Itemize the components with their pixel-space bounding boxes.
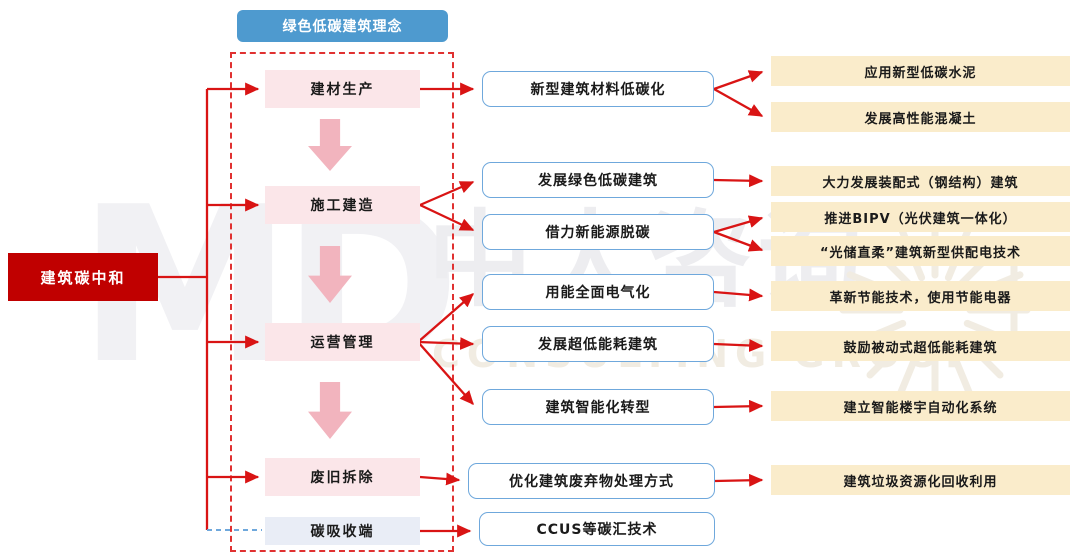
action-intelligent-building-automation: 建立智能楼宇自动化系统 — [771, 391, 1070, 421]
measure-optimize-waste-treatment: 优化建筑废弃物处理方式 — [468, 463, 715, 499]
action-pv-storage-dc-flexible: “光储直柔”建筑新型供配电技术 — [771, 236, 1070, 266]
action-new-low-carbon-cement: 应用新型低碳水泥 — [771, 56, 1070, 86]
concept-title-box: 绿色低碳建筑理念 — [237, 10, 448, 42]
action-prefabricated-steel-buildings: 大力发展装配式（钢结构）建筑 — [771, 166, 1070, 196]
measure-green-low-carbon-buildings: 发展绿色低碳建筑 — [482, 162, 714, 198]
stage-demolition: 废旧拆除 — [265, 458, 420, 496]
stage-operation-management: 运营管理 — [265, 323, 420, 361]
measure-full-electrification: 用能全面电气化 — [482, 274, 714, 310]
measure-building-intelligence-transformation: 建筑智能化转型 — [482, 389, 714, 425]
lifecycle-dashed-frame — [230, 52, 454, 552]
stage-carbon-absorption: 碳吸收端 — [265, 517, 420, 545]
measure-new-energy-decarbonization: 借力新能源脱碳 — [482, 214, 714, 250]
measure-new-low-carbon-materials: 新型建筑材料低碳化 — [482, 71, 714, 107]
measure-ccus-carbon-sink: CCUS等碳汇技术 — [479, 512, 715, 546]
action-passive-ultra-low-energy: 鼓励被动式超低能耗建筑 — [771, 331, 1070, 361]
root-node-building-carbon-neutrality: 建筑碳中和 — [8, 253, 158, 301]
action-energy-saving-appliances: 革新节能技术，使用节能电器 — [771, 281, 1070, 311]
action-promote-bipv: 推进BIPV（光伏建筑一体化） — [771, 202, 1070, 232]
measure-ultra-low-energy-buildings: 发展超低能耗建筑 — [482, 326, 714, 362]
stage-material-production: 建材生产 — [265, 70, 420, 108]
action-construction-waste-recycling: 建筑垃圾资源化回收利用 — [771, 465, 1070, 495]
stage-construction: 施工建造 — [265, 186, 420, 224]
action-high-performance-concrete: 发展高性能混凝土 — [771, 102, 1070, 132]
